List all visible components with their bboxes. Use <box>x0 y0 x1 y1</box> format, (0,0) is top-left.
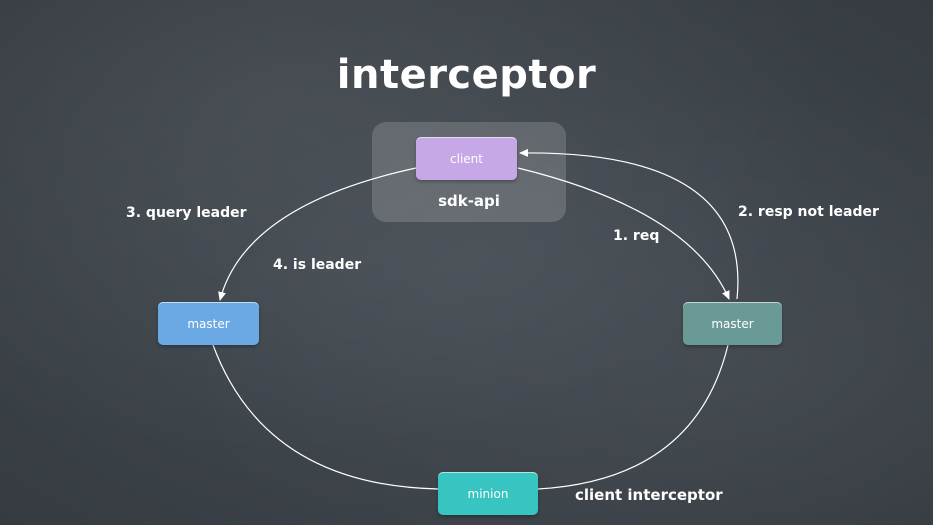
edge-minion-master-right <box>537 344 729 490</box>
minion-node[interactable]: minion <box>438 472 538 515</box>
diagram-title: interceptor <box>336 52 597 98</box>
edge-query-leader <box>218 167 417 301</box>
label-is-leader: 4. is leader <box>273 257 362 273</box>
label-req: 1. req <box>613 228 660 244</box>
master-left-node[interactable]: master <box>158 302 259 345</box>
edge-req <box>517 167 730 300</box>
master-right-node[interactable]: master <box>683 302 782 345</box>
client-node[interactable]: client <box>416 137 517 180</box>
footer-label: client interceptor <box>575 486 723 504</box>
label-query-leader: 3. query leader <box>126 205 247 221</box>
group-label: sdk-api <box>438 192 500 210</box>
edge-master-left-minion <box>212 344 439 490</box>
label-resp-not-leader: 2. resp not leader <box>738 204 879 220</box>
edge-resp-not-leader <box>519 148 739 300</box>
